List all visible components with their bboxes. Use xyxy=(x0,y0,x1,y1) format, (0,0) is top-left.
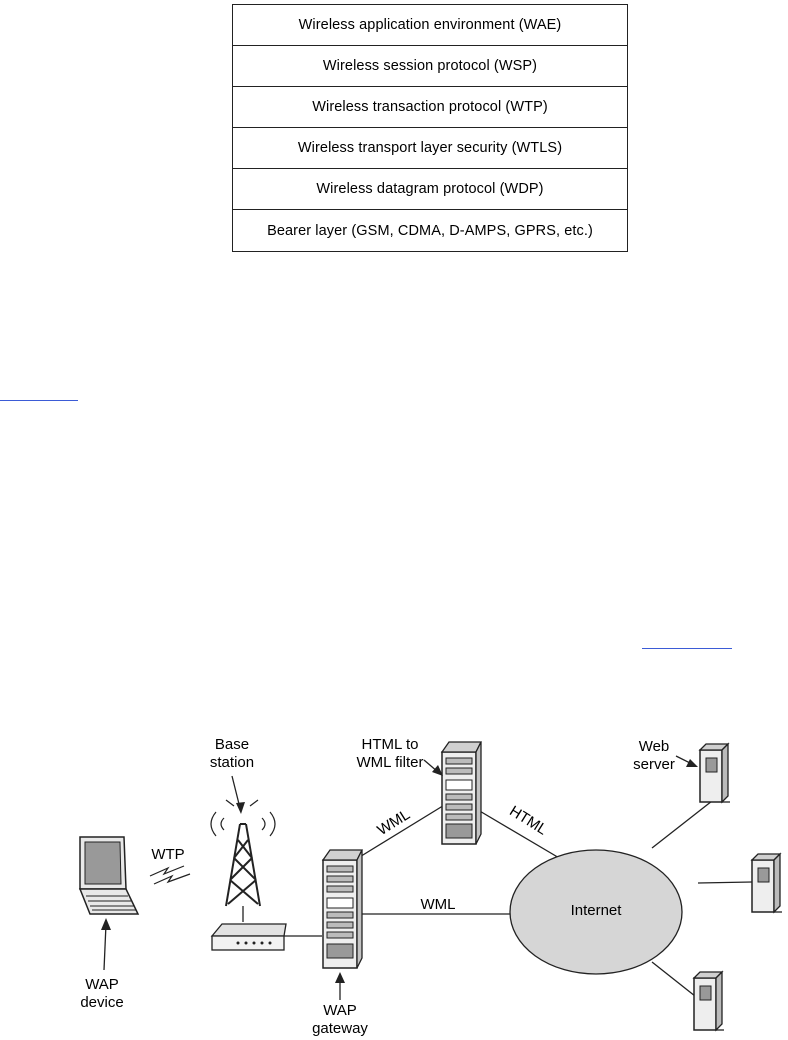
base-station-label: Base station xyxy=(209,736,255,771)
web-server-label: Web server xyxy=(633,738,675,773)
modem-box-icon xyxy=(210,923,287,951)
laptop-icon xyxy=(78,836,140,915)
wap-gateway-server-icon xyxy=(321,849,364,969)
network-diagram-graphic xyxy=(78,741,782,1032)
internet-cloud xyxy=(509,849,683,975)
internet-label: Internet xyxy=(570,902,622,919)
web-server-bottom-icon xyxy=(692,970,724,1032)
base-station-arrow xyxy=(231,775,241,809)
wap-device-arrow xyxy=(103,923,107,971)
html-wml-filter-label: HTML to WML filter xyxy=(356,736,424,771)
wap-gateway-label: WAP gateway xyxy=(312,1002,368,1037)
wap-network-diagram: Base station HTML to WML filter Web serv… xyxy=(0,700,788,1040)
stack-layer-bearer: Bearer layer (GSM, CDMA, D-AMPS, GPRS, e… xyxy=(267,222,593,239)
stack-layer-wdp: Wireless datagram protocol (WDP) xyxy=(233,169,627,210)
base-station-tower-icon xyxy=(210,799,276,922)
html-wml-filter-server-icon xyxy=(440,741,483,845)
web-server-mid-icon xyxy=(750,852,782,914)
link-filter-internet xyxy=(477,809,567,863)
stack-layer-wtp: Wireless transaction protocol (WTP) xyxy=(233,87,627,128)
stack-layer-wae: Wireless application environment (WAE) xyxy=(233,5,627,46)
protocol-stack-table: Wireless application environment (WAE) W… xyxy=(232,4,628,252)
link-internet-server-bottom xyxy=(651,961,701,1001)
link-underline-right[interactable] xyxy=(642,648,732,649)
link-label-wtp: WTP xyxy=(151,846,185,863)
wireless-signal-icon xyxy=(149,865,191,885)
web-server-top-icon xyxy=(698,742,730,804)
stack-layer-wtls: Wireless transport layer security (WTLS) xyxy=(233,128,627,169)
link-gateway-filter xyxy=(357,803,447,859)
wap-device-label: WAP device xyxy=(80,976,124,1011)
link-internet-server-top xyxy=(651,800,713,849)
link-internet-server-mid xyxy=(697,881,753,884)
link-label-wml-gateway-internet: WML xyxy=(420,896,456,913)
stack-layer-wsp: Wireless session protocol (WSP) xyxy=(233,46,627,87)
link-underline-left[interactable] xyxy=(0,400,78,401)
